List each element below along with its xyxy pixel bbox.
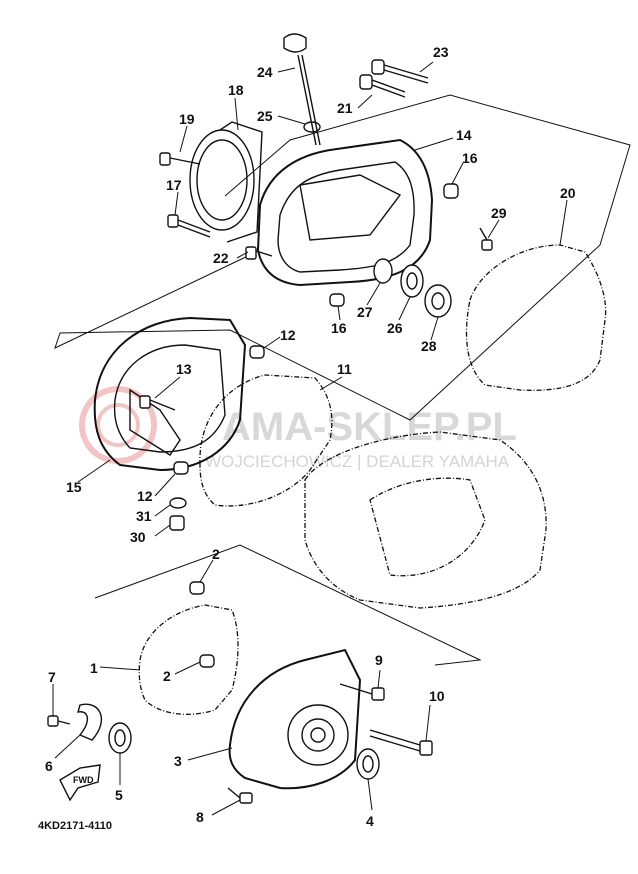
callout-3: 3 [174, 753, 182, 769]
screw-part-17 [167, 214, 211, 238]
dowel-pin-part-12-upper [249, 345, 265, 359]
callout-25: 25 [257, 108, 273, 124]
right-cover-part-15 [93, 316, 247, 472]
callout-24: 24 [257, 64, 273, 80]
o-ring-part-31 [169, 497, 187, 509]
callout-22: 22 [213, 250, 229, 266]
gasket-part-11 [199, 374, 333, 507]
watermark-main-text: AMA-SKLEP.PL [222, 405, 517, 449]
callout-5: 5 [115, 787, 123, 803]
crankcase-outline [304, 431, 547, 609]
gasket-part-28 [424, 284, 452, 318]
bolt-part-22 [245, 246, 273, 260]
callout-labels: 23 24 18 21 25 19 14 16 17 20 29 22 27 2… [45, 44, 576, 829]
bolt-part-7 [47, 715, 71, 727]
callout-16a: 16 [462, 150, 478, 166]
dowel-pin-part-12-lower [173, 461, 189, 475]
dowel-pin-part-16-upper [443, 183, 459, 199]
bolt-part-29 [479, 227, 493, 251]
oil-dipstick-part-24 [283, 33, 321, 146]
forward-arrow-icon: FWD [59, 764, 101, 802]
callout-21: 21 [337, 100, 353, 116]
watermark-sub-text: WOJCIECHOWICZ | DEALER YAMAHA [205, 452, 510, 471]
dowel-pin-part-2-upper [189, 581, 205, 595]
lower-group: FWD [47, 544, 482, 804]
callout-4: 4 [366, 813, 374, 829]
screw-part-19 [159, 152, 201, 166]
callout-23: 23 [433, 44, 449, 60]
callout-1: 1 [90, 660, 98, 676]
callout-16b: 16 [331, 320, 347, 336]
bearing-part-26 [400, 264, 424, 298]
bolt-part-9 [339, 683, 385, 701]
oil-seal-part-27 [373, 258, 393, 284]
cover-plate-part-18 [189, 121, 263, 243]
dowel-pin-part-2-lower [199, 654, 215, 668]
callout-8: 8 [196, 809, 204, 825]
callout-17: 17 [166, 177, 182, 193]
callout-2a: 2 [212, 546, 220, 562]
gasket-part-1 [138, 604, 239, 715]
callout-30: 30 [130, 529, 146, 545]
diagram-code: 4KD2171-4110 [38, 820, 112, 832]
bolt-part-8 [227, 787, 253, 804]
callout-6: 6 [45, 758, 53, 774]
left-cover-part-3 [228, 648, 362, 790]
bolt-part-21 [359, 74, 406, 98]
callout-19: 19 [179, 111, 195, 127]
crankcase-inner-outline [369, 477, 486, 577]
gasket-part-20 [465, 244, 607, 391]
callout-29: 29 [491, 205, 507, 221]
watermark-logo-inner [96, 403, 140, 447]
callout-12a: 12 [280, 327, 296, 343]
bolt-part-23 [371, 59, 429, 84]
callout-31: 31 [136, 508, 152, 524]
callout-27: 27 [357, 304, 373, 320]
callout-26: 26 [387, 320, 403, 336]
crankcase-cover-part-14 [256, 138, 434, 287]
bolt-part-13 [139, 395, 176, 411]
o-ring-part-25 [303, 121, 321, 133]
lower-reference-frame [94, 544, 482, 666]
callout-7: 7 [48, 669, 56, 685]
callout-20: 20 [560, 185, 576, 201]
callout-18: 18 [228, 82, 244, 98]
forward-arrow-label: FWD [73, 775, 94, 785]
leader-lines [52, 61, 568, 816]
oil-seal-part-5 [108, 722, 132, 754]
upper-group [54, 33, 631, 421]
dowel-pin-part-16-lower [329, 293, 345, 307]
drain-plug-part-30 [169, 515, 185, 531]
callout-15: 15 [66, 479, 82, 495]
middle-group [93, 316, 547, 609]
oil-seal-part-4 [356, 748, 380, 780]
bolt-part-10 [369, 729, 433, 756]
callout-12b: 12 [137, 488, 153, 504]
upper-reference-frame [54, 94, 631, 421]
retainer-plate-part-6 [77, 703, 103, 741]
callout-11: 11 [337, 361, 352, 377]
callout-9: 9 [375, 652, 383, 668]
watermark: AMA-SKLEP.PL WOJCIECHOWICZ | DEALER YAMA… [79, 386, 517, 471]
callout-10: 10 [429, 688, 445, 704]
callout-14: 14 [456, 127, 472, 143]
callout-28: 28 [421, 338, 437, 354]
callout-13: 13 [176, 361, 192, 377]
callout-2b: 2 [163, 668, 171, 684]
